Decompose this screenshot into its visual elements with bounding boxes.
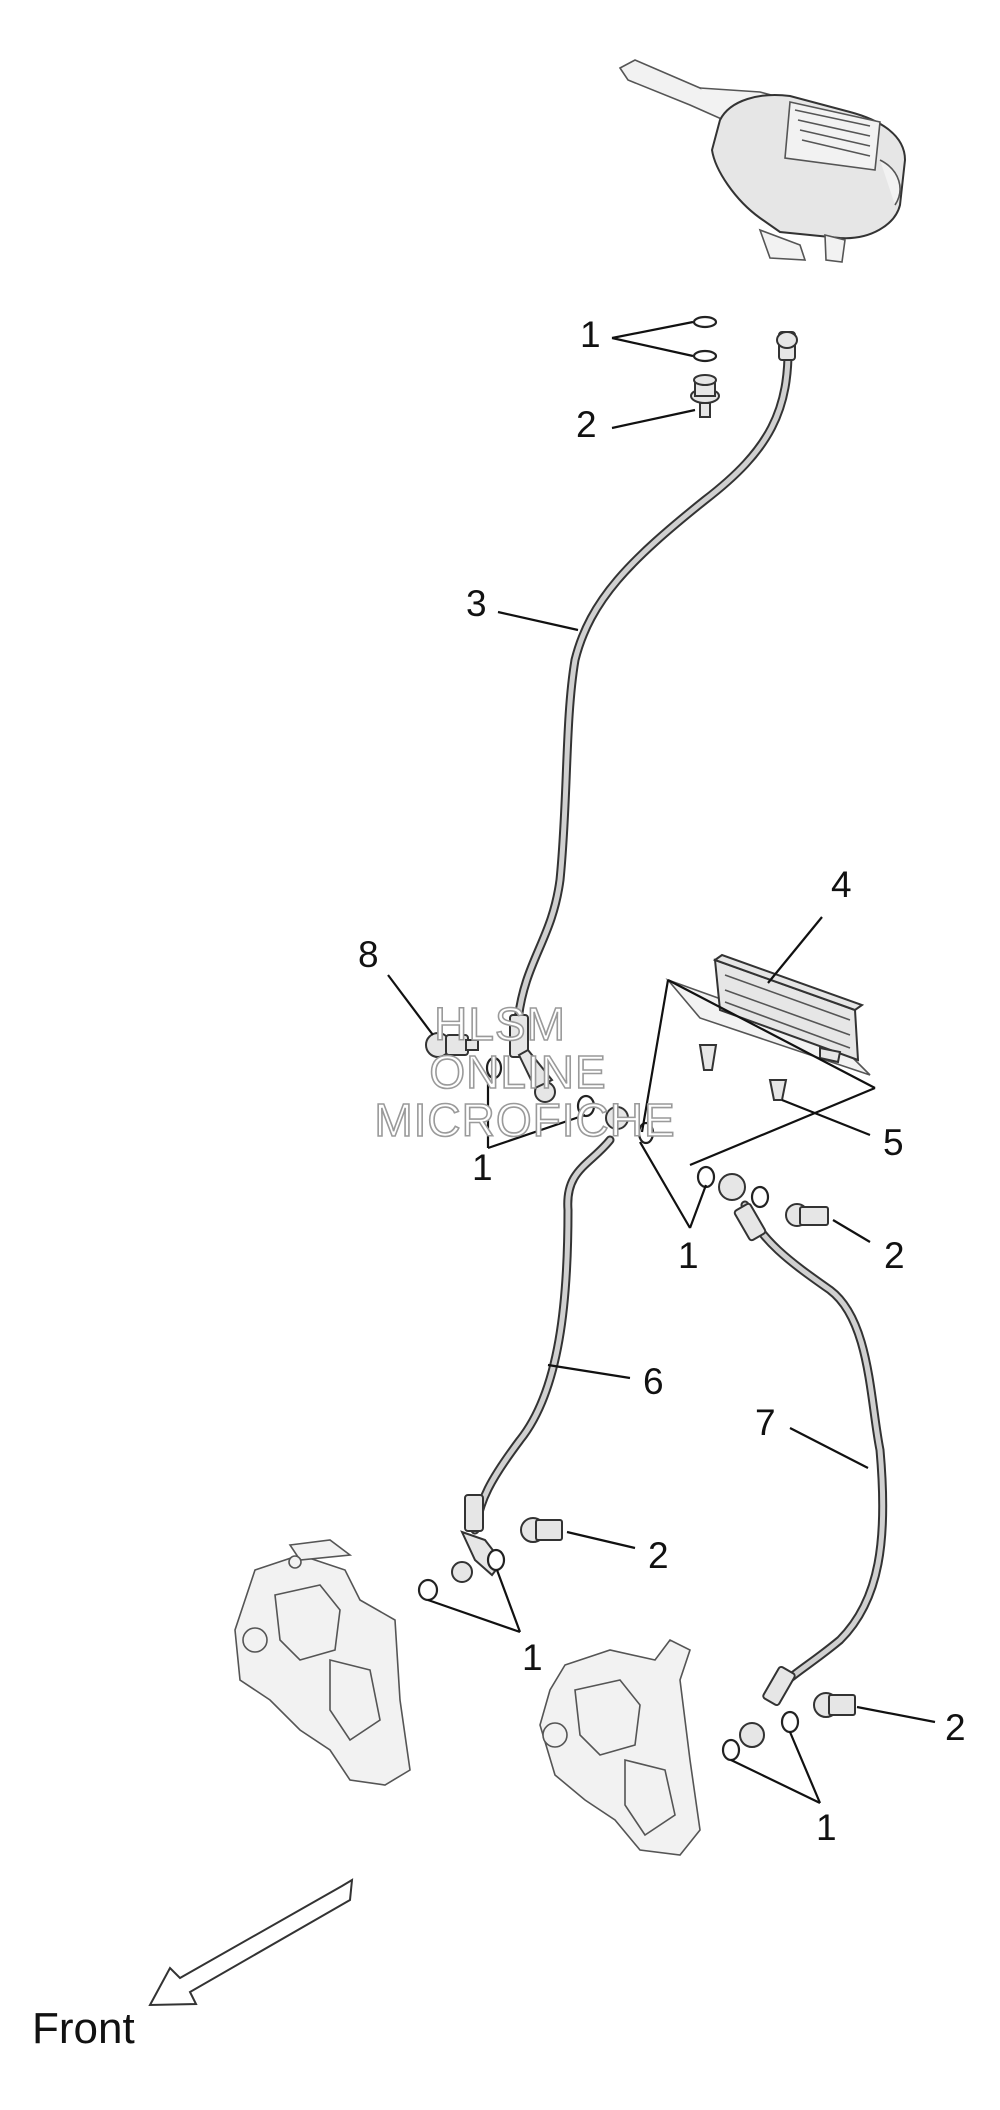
hlsm-watermark: HLSM ONLINE MICROFICHE (374, 997, 676, 1147)
middle-fittings (576, 1094, 829, 1227)
callout-2-low-left: 2 (648, 1535, 669, 1576)
callout-1-low-right: 1 (816, 1807, 837, 1848)
union-fitting-8 (425, 1032, 503, 1080)
callout-2-top: 2 (576, 404, 597, 445)
master-cylinder-brake-lever (618, 59, 907, 263)
brake-hose-3 (509, 331, 798, 1103)
callout-3: 3 (466, 583, 487, 624)
banjo-bolt-lower-left (520, 1517, 563, 1543)
top-fittings (690, 315, 720, 418)
washer-mid-1 (576, 1094, 596, 1118)
brake-hose-6 (451, 1135, 615, 1583)
callout-6: 6 (643, 1361, 664, 1402)
banjo-bolt-top (690, 374, 720, 418)
bolt-5a (698, 1044, 718, 1071)
front-direction-arrow (148, 1878, 354, 2007)
callout-2-low-right: 2 (945, 1707, 966, 1748)
watermark-line-3: MICROFICHE (374, 1094, 675, 1146)
brake-hose-7 (733, 1200, 888, 1748)
callout-5: 5 (883, 1122, 904, 1163)
banjo-bolt-lower-right (813, 1692, 856, 1718)
callout-8: 8 (358, 934, 379, 975)
callout-2-mid: 2 (884, 1235, 905, 1276)
bolt-5b (768, 1079, 788, 1101)
callout-1-top: 1 (580, 314, 601, 355)
copper-washer-top-2 (692, 349, 718, 363)
copper-washer-top-1 (692, 315, 718, 329)
callout-1-low-left: 1 (522, 1637, 543, 1678)
banjo-bolt-mid (785, 1203, 829, 1227)
watermark-line-2: ONLINE (429, 1046, 606, 1098)
brake-caliper-left (234, 1539, 411, 1786)
washer-mid-3 (696, 1165, 716, 1189)
brake-caliper-right (539, 1638, 701, 1856)
callout-labels: 1 2 3 4 5 8 1 1 2 6 7 2 1 2 1 (358, 314, 966, 1848)
lower-left-fittings (417, 1517, 563, 1602)
callout-4: 4 (831, 864, 852, 905)
callout-7: 7 (755, 1402, 776, 1443)
watermark-line-1: HLSM (434, 998, 566, 1050)
lower-right-fittings (721, 1692, 856, 1762)
hose-junction-block-4 (665, 953, 871, 1101)
washer-mid-4 (750, 1185, 770, 1209)
callout-1-right-mid: 1 (678, 1235, 699, 1276)
front-label: Front (32, 2004, 135, 2053)
leader-lines (387, 320, 936, 1804)
callout-1-left-mid: 1 (472, 1147, 493, 1188)
